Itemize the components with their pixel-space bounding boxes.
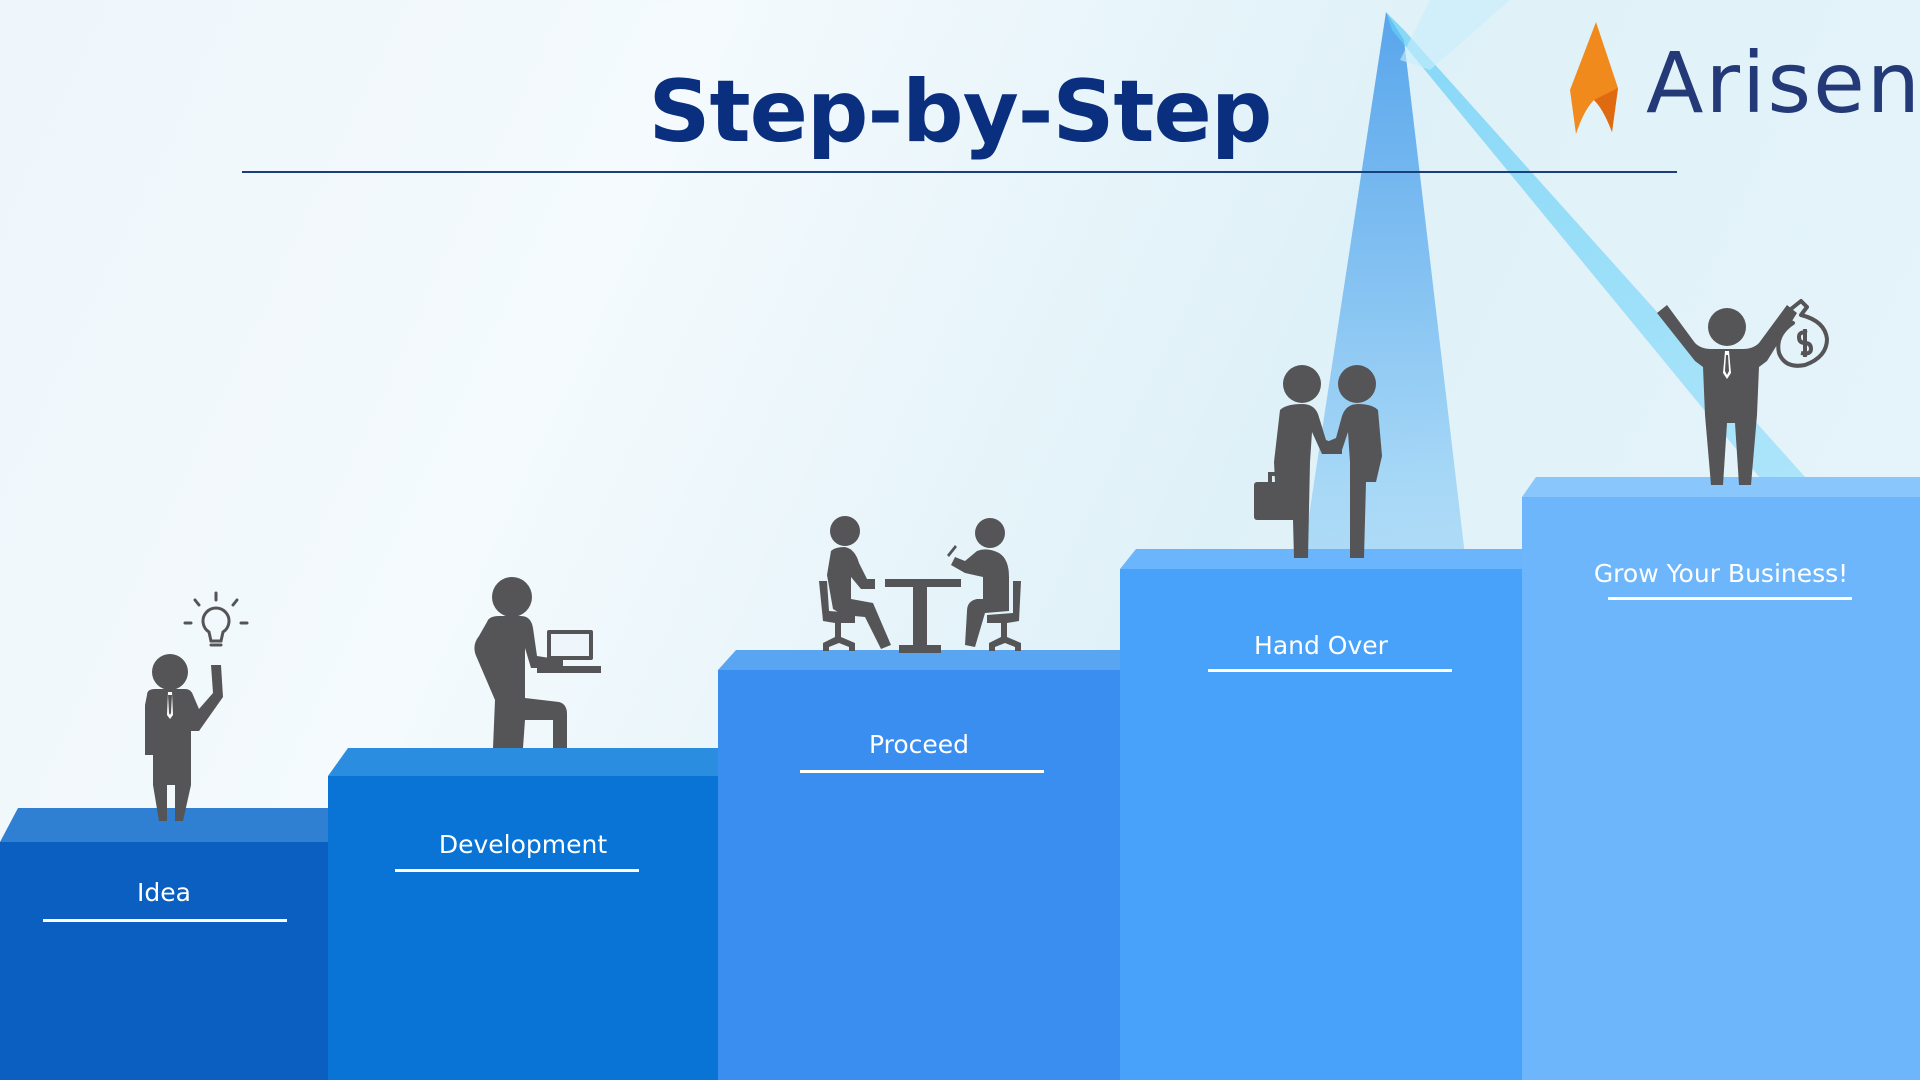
person-with-lightbulb-icon [145,591,249,821]
step-idea-face [0,842,328,1080]
title-underline [242,171,1677,173]
step-grow-face [1522,497,1920,1080]
meeting-at-table-icon [819,516,1021,653]
step-idea: Idea [0,808,328,1080]
brand-logo: Arisen [1560,20,1920,140]
flame-logo-icon [1570,22,1618,134]
step-idea-label: Idea [137,878,191,907]
step-idea-underline [43,919,287,922]
step-hand-over-underline [1208,669,1452,672]
step-grow-top [1522,477,1920,497]
step-hand-over: Hand Over [1120,549,1522,1080]
step-grow-label: Grow Your Business! [1593,559,1849,588]
celebrating-person-money-bag-icon [1657,299,1829,485]
handshake-icon [1254,365,1382,558]
brand-name: Arisen [1646,34,1920,132]
step-hand-over-face [1120,569,1522,1080]
step-proceed-face [718,670,1120,1080]
step-development-underline [395,869,639,872]
step-development-face [328,776,718,1080]
step-development-label: Development [438,830,608,859]
step-hand-over-label: Hand Over [1254,631,1388,660]
step-proceed-top [718,650,1120,670]
step-hand-over-top [1120,549,1522,569]
step-proceed: Proceed [718,650,1120,1080]
step-development: Development [328,748,718,1080]
step-grow-underline [1608,597,1852,600]
step-grow-your-business: Grow Your Business! [1522,477,1920,1080]
step-proceed-underline [800,770,1044,773]
step-proceed-label: Proceed [868,730,970,759]
step-development-top [328,748,718,776]
slide-title: Step-by-Step [648,62,1273,162]
person-at-laptop-icon [474,577,601,748]
